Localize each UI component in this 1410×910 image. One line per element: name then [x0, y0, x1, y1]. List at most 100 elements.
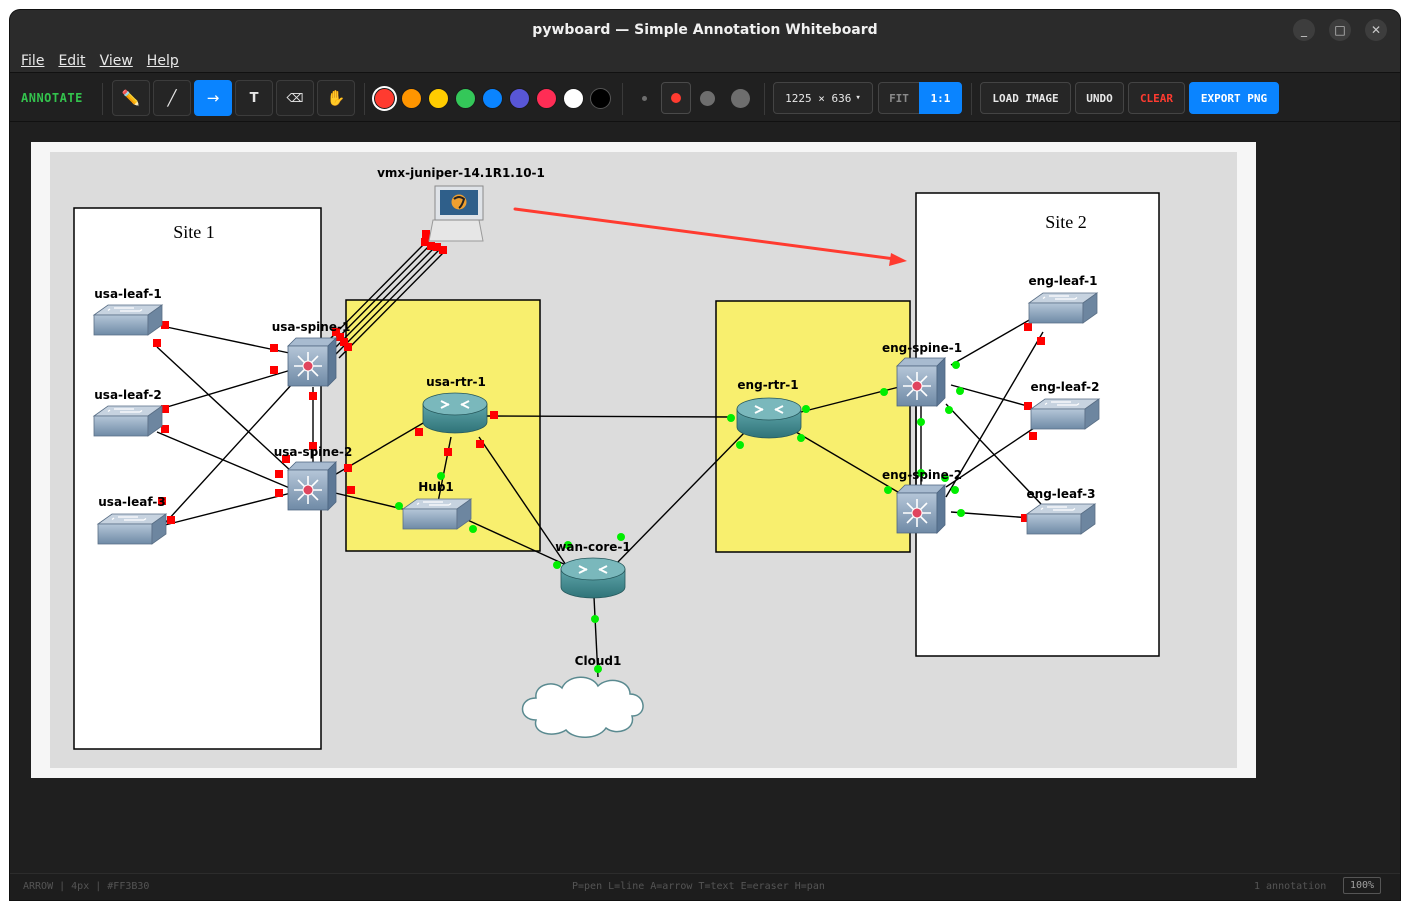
app-window: pywboard — Simple Annotation Whiteboard …	[10, 10, 1400, 900]
menu-file-label: File	[21, 53, 45, 69]
eng-spine-2-node	[896, 484, 946, 534]
brush-size-xlarge[interactable]	[731, 89, 750, 108]
eng-spine-2-label: eng-spine-2	[882, 468, 962, 482]
menu-help[interactable]: Help	[147, 53, 179, 69]
site2-label: Site 2	[1045, 212, 1087, 232]
site1-label: Site 1	[173, 222, 215, 242]
usa-leaf-1-label: usa-leaf-1	[94, 287, 161, 301]
menu-edit-label: Edit	[58, 53, 86, 69]
toolbar-divider	[364, 83, 365, 115]
eng-rtr-1-label: eng-rtr-1	[737, 378, 798, 392]
pan-tool-button[interactable]: ✋	[317, 80, 355, 116]
toolbar-divider	[764, 83, 765, 115]
usa-leaf-3-node	[97, 513, 167, 545]
usa-leaf-1-node	[93, 304, 163, 336]
zoom-level[interactable]: 100%	[1343, 877, 1382, 894]
hub1-label: Hub1	[418, 480, 454, 494]
hand-icon: ✋	[326, 89, 346, 107]
menu-edit[interactable]: Edit	[58, 53, 85, 69]
color-swatch-yellow[interactable]	[428, 88, 449, 109]
vmx-label: vmx-juniper-14.1R1.10-1	[377, 166, 545, 180]
eng-leaf-1-label: eng-leaf-1	[1029, 274, 1098, 288]
fit-button[interactable]: FIT	[878, 82, 920, 114]
text-tool-button[interactable]: T	[235, 80, 273, 116]
site1-box	[73, 207, 322, 750]
status-bar: ARROW | 4px | #FF3B30 P=pen L=line A=arr…	[10, 873, 1400, 900]
usa-rtr-1-node	[422, 392, 488, 434]
brush-size-large[interactable]	[700, 91, 715, 106]
usa-leaf-2-label: usa-leaf-2	[94, 388, 161, 402]
cloud1-node	[521, 676, 644, 738]
maximize-icon[interactable]: □	[1329, 19, 1351, 41]
red-link-markers	[153, 230, 1045, 524]
canvas-area[interactable]: Site 1 Site 2	[10, 122, 1400, 873]
eng-rtr-1-node	[736, 397, 802, 439]
close-icon[interactable]: ✕	[1365, 19, 1387, 41]
brush-size-small[interactable]	[642, 96, 647, 101]
network-diagram: Site 1 Site 2	[50, 152, 1237, 768]
arrow-icon: →	[206, 89, 220, 107]
clear-button[interactable]: CLEAR	[1128, 82, 1185, 114]
green-link-markers	[395, 361, 965, 673]
brush-size-dot	[671, 93, 681, 103]
toolbar-divider	[971, 83, 972, 115]
usa-spine-1-label: usa-spine-1	[272, 320, 351, 334]
title-bar: pywboard — Simple Annotation Whiteboard …	[10, 10, 1400, 50]
color-swatch-orange[interactable]	[401, 88, 422, 109]
menu-help-label: Help	[146, 53, 179, 69]
usa-spine-2-label: usa-spine-2	[274, 445, 353, 459]
image-size-dropdown[interactable]: 1225 × 636 ▾	[773, 82, 873, 114]
color-swatch-blue[interactable]	[482, 88, 503, 109]
pencil-icon: ✏️	[121, 89, 141, 107]
arrow-annotation	[513, 207, 907, 266]
line-tool-button[interactable]: ╱	[153, 80, 191, 116]
pen-tool-button[interactable]: ✏️	[112, 80, 150, 116]
loaded-image[interactable]: Site 1 Site 2	[31, 142, 1256, 778]
usa-rtr-1-label: usa-rtr-1	[426, 375, 486, 389]
wan-core-1-node	[560, 557, 626, 599]
usa-leaf-3-label: usa-leaf-3	[98, 495, 165, 509]
line-icon: ╱	[167, 89, 177, 107]
color-swatch-black[interactable]	[590, 88, 611, 109]
status-shortcuts: P=pen L=line A=arrow T=text E=eraser H=p…	[572, 881, 825, 892]
eng-leaf-2-node	[1030, 398, 1100, 430]
window-title: pywboard — Simple Annotation Whiteboard	[532, 22, 878, 38]
text-icon: T	[249, 90, 259, 106]
hub1-node	[402, 498, 472, 530]
eng-leaf-3-node	[1026, 503, 1096, 535]
usa-spine-1-node	[287, 337, 337, 387]
usa-leaf-2-node	[93, 405, 163, 437]
usa-spine-2-node	[287, 461, 337, 511]
cloud1-label: Cloud1	[575, 654, 622, 668]
one-to-one-button[interactable]: 1:1	[919, 82, 962, 114]
eng-leaf-3-label: eng-leaf-3	[1027, 487, 1096, 501]
wan-core-1-label: wan-core-1	[555, 540, 630, 554]
mode-label: ANNOTATE	[21, 91, 83, 105]
toolbar: ANNOTATE ✏️ ╱ → T ⌫ ✋ 1225 × 636 ▾ FIT 1…	[10, 72, 1400, 122]
menu-view[interactable]: View	[100, 53, 133, 69]
undo-button[interactable]: UNDO	[1075, 82, 1124, 114]
color-swatch-purple[interactable]	[509, 88, 530, 109]
eng-leaf-1-node	[1028, 292, 1098, 324]
status-tool-info: ARROW | 4px | #FF3B30	[23, 881, 150, 892]
toolbar-divider	[622, 83, 623, 115]
color-swatch-green[interactable]	[455, 88, 476, 109]
load-image-button[interactable]: LOAD IMAGE	[980, 82, 1071, 114]
arrow-tool-button[interactable]: →	[194, 80, 232, 116]
color-swatch-red[interactable]	[374, 88, 395, 109]
eng-leaf-2-label: eng-leaf-2	[1031, 380, 1100, 394]
export-png-button[interactable]: EXPORT PNG	[1189, 82, 1279, 114]
menu-view-label: View	[99, 53, 133, 69]
eraser-tool-button[interactable]: ⌫	[276, 80, 314, 116]
eng-spine-1-node	[896, 357, 946, 407]
status-annotation-count: 1 annotation	[1254, 881, 1327, 892]
eng-spine-1-label: eng-spine-1	[882, 341, 962, 355]
image-size-value: 1225 × 636	[785, 91, 852, 105]
color-swatch-white[interactable]	[563, 88, 584, 109]
minimize-icon[interactable]: _	[1293, 19, 1315, 41]
color-swatch-pink[interactable]	[536, 88, 557, 109]
toolbar-divider	[102, 83, 103, 115]
links	[156, 239, 1044, 678]
brush-size-medium-selected[interactable]	[661, 82, 691, 114]
menu-file[interactable]: File	[21, 53, 44, 69]
